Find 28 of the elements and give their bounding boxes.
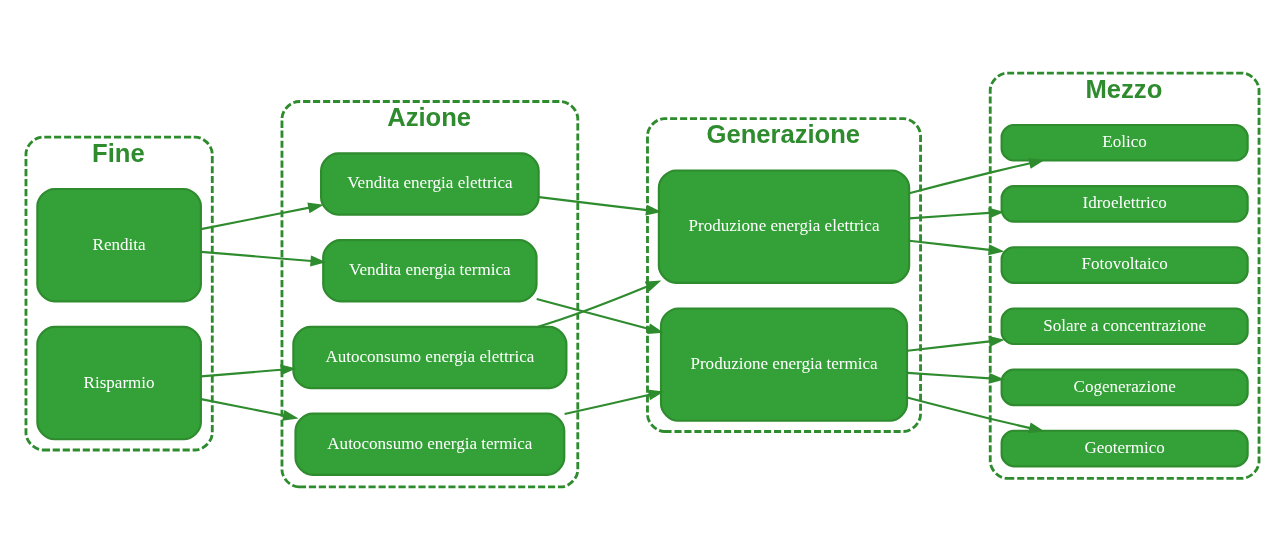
arrow: [909, 207, 1005, 220]
node-box: Idroelettrico: [1000, 185, 1249, 223]
arrow: [909, 239, 1005, 256]
arrow: [564, 389, 665, 416]
arrow: [906, 396, 1045, 434]
arrow: [200, 398, 299, 421]
node-box: Geotermico: [1000, 429, 1249, 468]
arrow: [907, 371, 1005, 384]
node-box: Fotovoltaico: [1000, 246, 1249, 284]
arrow: [907, 336, 1005, 352]
node-box: Risparmio: [36, 325, 202, 441]
node-box: Vendita energia elettrica: [320, 152, 540, 216]
node-box: Vendita energia termica: [322, 239, 538, 303]
arrow: [536, 297, 664, 335]
node-box: Produzione energia termica: [659, 307, 909, 422]
node-box: Autoconsumo energia termica: [294, 412, 566, 476]
node-box: Cogenerazione: [1000, 368, 1249, 407]
node-box: Autoconsumo energia elettrica: [292, 325, 568, 390]
arrow: [200, 250, 327, 267]
arrow: [200, 202, 324, 231]
node-box: Rendita: [36, 187, 202, 303]
node-box: Produzione energia elettrica: [657, 169, 911, 284]
node-box: Solare a concentrazione: [1000, 307, 1249, 346]
node-box: Eolico: [1000, 123, 1249, 162]
arrow: [538, 196, 662, 216]
arrow: [537, 280, 662, 328]
arrow: [909, 158, 1045, 195]
arrow: [200, 364, 297, 378]
